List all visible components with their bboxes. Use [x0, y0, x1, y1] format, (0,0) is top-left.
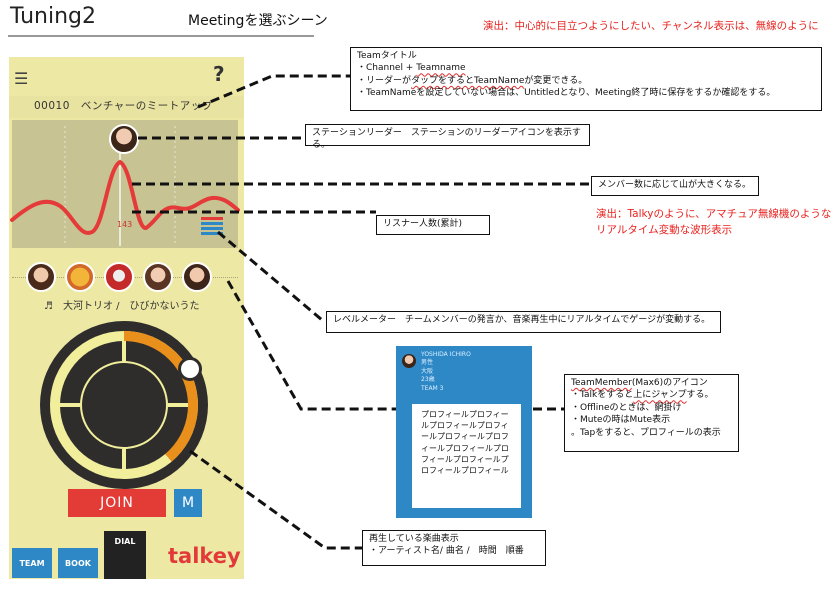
member-avatar-1[interactable] [26, 262, 56, 292]
member-avatar-5[interactable] [182, 262, 212, 292]
dial-groove [80, 361, 168, 449]
listener-count: 143 [117, 220, 133, 229]
profile-avatar [402, 354, 416, 368]
direction-wave-note: 演出：Talkyのように、アマチュア無線機のような リアルタイム変動な波形表示 [596, 208, 832, 236]
team-members-row [26, 262, 226, 292]
tab-book[interactable]: BOOK [58, 548, 98, 578]
level-meter [201, 217, 223, 237]
callout-member-line4: 。Tapをすると、プロフィールの表示 [571, 427, 721, 438]
callout-team-title: Teamタイトル ・Channel + Teamname ・リーダーがタップをす… [350, 47, 822, 111]
direction-note: 演出：中心的に目立つようにしたい、チャンネル表示は、無線のように [483, 20, 819, 32]
scene-subtitle: Meetingを選ぶシーン [188, 13, 328, 29]
callout-peak: メンバー数に応じて山が大きくなる。 [591, 176, 759, 196]
callout-team-line1: ・Channel + Teamname [357, 63, 466, 74]
callout-song-body: ・アーティスト名/ 曲名 / 時間 順番 [369, 546, 524, 557]
level-bar-1 [201, 217, 223, 220]
dial-center[interactable] [93, 374, 155, 436]
level-bar-2 [201, 222, 223, 225]
station-leader-avatar[interactable] [109, 124, 139, 154]
callout-member-line3: ・Muteの時はMute表示 [571, 415, 671, 426]
callout-team-line2: ・リーダーがタップをするとTeamNameが変更できる。 [357, 75, 588, 86]
dial-tick-right [168, 403, 188, 407]
callout-level-meter: レベルメーター チームメンバーの発言か、音楽再生中にリアルタイムでゲージが変動す… [326, 311, 721, 333]
callout-song: 再生している楽曲表示 ・アーティスト名/ 曲名 / 時間 順番 [362, 530, 546, 566]
callout-team-line3: ・TeamNameを設定していない場合は、Untitledとなり、Meeting… [357, 88, 776, 99]
callout-member-line2: ・Offlineのときは、網掛け [571, 402, 682, 413]
dial-tick-top [122, 341, 126, 361]
now-playing: ♬ 大河トリオ / ひびかないうた [44, 301, 200, 312]
dial-tick-left [60, 403, 80, 407]
member-avatar-4[interactable] [143, 262, 173, 292]
callout-team-heading: Teamタイトル [357, 51, 417, 61]
tab-dial[interactable]: DIAL [104, 531, 146, 579]
dial-tick-bottom [122, 449, 126, 469]
profile-bio: プロフィールプロフィールプロフィールプロフィールプロフィールプロフィールプロフィ… [412, 404, 521, 508]
level-bar-4 [201, 232, 223, 235]
team-title[interactable]: 00010 ベンチャーのミートアップ [34, 100, 213, 112]
help-button[interactable]: ? [213, 62, 225, 86]
dial-knob[interactable] [178, 357, 202, 381]
callout-listener: リスナー人数(累計) [376, 215, 490, 235]
callout-member-line1: ・Talkをすると上にジャンプする。 [571, 390, 714, 401]
team-title-bar [9, 96, 244, 118]
tab-team[interactable]: TEAM [12, 548, 52, 578]
join-button[interactable]: JOIN [68, 489, 166, 517]
title-underline [8, 35, 314, 37]
member-avatar-2[interactable] [65, 262, 95, 292]
callout-team-member: TeamMember(Max6)のアイコン ・Talkをすると上にジャンプする。… [564, 374, 739, 452]
m-button[interactable]: M [174, 489, 202, 517]
member-avatar-3[interactable] [104, 262, 134, 292]
callout-song-title: 再生している楽曲表示 [369, 534, 459, 544]
callout-leader: ステーションリーダー ステーションのリーダーアイコンを表示する。 [305, 124, 590, 150]
page-title: Tuning2 [10, 4, 97, 29]
hamburger-icon[interactable]: ☰ [14, 69, 29, 88]
profile-meta: 男性 大阪 23歳 TEAM 3 [421, 359, 444, 393]
callout-member-title: TeamMember(Max6)のアイコン [571, 378, 708, 388]
talkey-logo: talkey [168, 544, 241, 568]
profile-name: YOSHIDA ICHIRO [421, 351, 471, 358]
level-bar-3 [201, 227, 223, 230]
